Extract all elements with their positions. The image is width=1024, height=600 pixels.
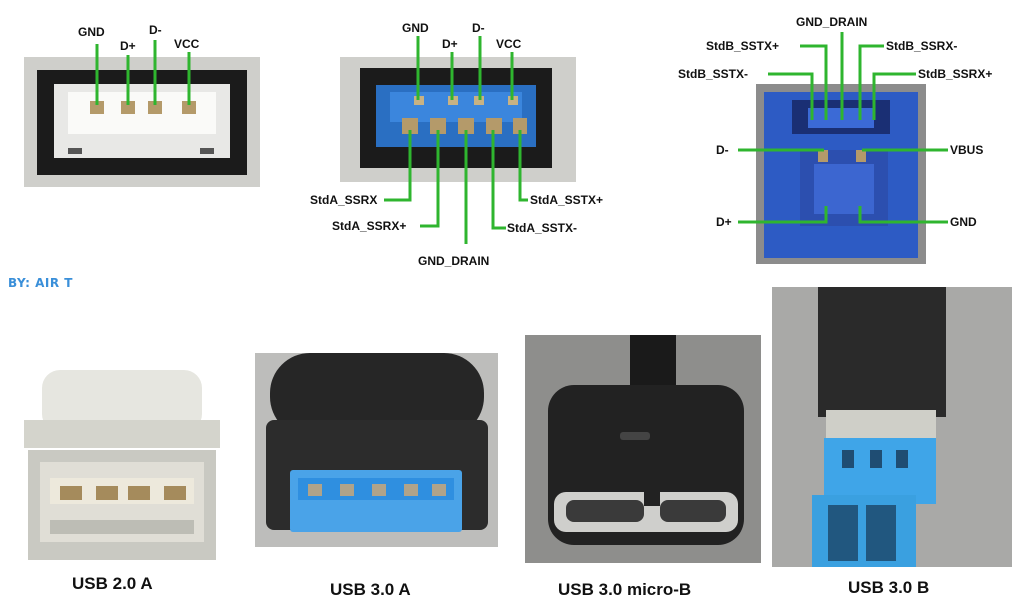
usb30a-pin-label-dminus: D-	[472, 21, 485, 35]
usb30b-plug-render	[772, 287, 1012, 567]
usb30a-pin-label-sstx-minus: StdA_SSTX-	[507, 221, 578, 235]
usb30b-pin-label-sstx-minus: StdB_SSTX-	[678, 67, 749, 81]
usb30a-pin-label-gnd-drain: GND_DRAIN	[418, 254, 490, 268]
usb30-microb-plug-render	[525, 335, 761, 563]
usb20a-pin-label-dplus: D+	[120, 39, 136, 53]
usb30b-pin-label-vbus: VBUS	[950, 143, 984, 157]
usb30a-pin-lines	[384, 36, 528, 244]
usb20a-pin-label-gnd: GND	[78, 25, 105, 39]
usb30b-pin-label-gnd-drain: GND_DRAIN	[796, 15, 868, 29]
caption-usb30b: USB 3.0 B	[848, 578, 930, 597]
usb30a-receptacle-drawing	[340, 57, 576, 182]
usb30b-pin-label-sstx-plus: StdB_SSTX+	[706, 39, 780, 53]
usb30a-plug-render	[255, 353, 498, 547]
usb20a-pin-lines	[95, 40, 191, 105]
usb30a-pin-label-gnd: GND	[402, 21, 429, 35]
usb30b-pin-label-dplus: D+	[716, 215, 732, 229]
usb20a-pin-label-vcc: VCC	[174, 37, 200, 51]
usb20a-plug-render	[20, 370, 230, 567]
usb30b-pin-label-ssrx-minus: StdB_SSRX-	[886, 39, 958, 53]
usb20a-pin-label-dminus: D-	[149, 23, 162, 37]
usb30a-pin-label-dplus: D+	[442, 37, 458, 51]
caption-usb30a: USB 3.0 A	[330, 580, 411, 599]
usb30a-pin-label-ssrx-plus: StdA_SSRX+	[332, 219, 407, 233]
caption-usb20a: USB 2.0 A	[72, 574, 153, 593]
usb30a-pin-label-vcc: VCC	[496, 37, 522, 51]
author-credit: BY: AIR T	[8, 276, 73, 290]
usb30b-pin-lines	[738, 32, 948, 224]
usb30a-pin-label-ssrx-minus: StdA_SSRX	[310, 193, 378, 207]
caption-usb30-microb: USB 3.0 micro-B	[558, 580, 692, 599]
usb30b-pin-label-dminus: D-	[716, 143, 729, 157]
usb30b-pin-label-gnd: GND	[950, 215, 977, 229]
usb30a-pin-label-sstx-plus: StdA_SSTX+	[530, 193, 604, 207]
usb30b-pin-label-ssrx-plus: StdB_SSRX+	[918, 67, 993, 81]
usb20a-receptacle-drawing	[24, 57, 260, 187]
